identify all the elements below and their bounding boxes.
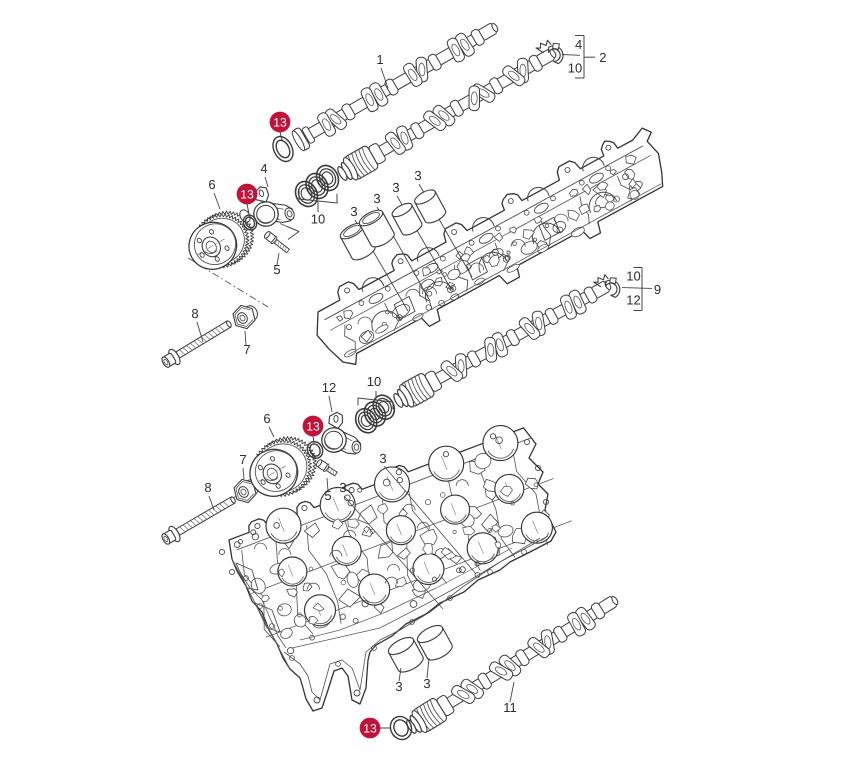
svg-text:3: 3: [423, 676, 430, 691]
svg-text:3: 3: [339, 480, 346, 495]
svg-text:2: 2: [599, 50, 606, 65]
svg-text:5: 5: [324, 488, 331, 503]
svg-text:13: 13: [240, 187, 254, 201]
svg-text:10: 10: [626, 269, 640, 284]
svg-text:7: 7: [243, 342, 250, 357]
svg-text:5: 5: [273, 262, 280, 277]
svg-text:3: 3: [395, 679, 402, 694]
svg-text:4: 4: [575, 37, 582, 52]
svg-text:10: 10: [311, 212, 325, 227]
svg-text:3: 3: [373, 191, 380, 206]
svg-text:13: 13: [306, 419, 320, 433]
svg-text:13: 13: [273, 115, 287, 129]
svg-text:3: 3: [414, 168, 421, 183]
svg-text:9: 9: [654, 282, 661, 297]
svg-text:6: 6: [263, 411, 270, 426]
svg-text:3: 3: [379, 451, 386, 466]
svg-text:8: 8: [204, 480, 211, 495]
svg-text:7: 7: [239, 452, 246, 467]
svg-text:12: 12: [322, 380, 336, 395]
svg-text:10: 10: [568, 61, 582, 76]
svg-text:3: 3: [392, 180, 399, 195]
svg-text:8: 8: [191, 306, 198, 321]
svg-text:6: 6: [208, 177, 215, 192]
svg-text:3: 3: [350, 204, 357, 219]
svg-text:4: 4: [260, 161, 267, 176]
svg-text:11: 11: [503, 700, 517, 715]
svg-text:13: 13: [363, 721, 377, 735]
svg-text:1: 1: [376, 52, 383, 67]
svg-text:12: 12: [626, 293, 640, 308]
svg-text:10: 10: [367, 374, 381, 389]
